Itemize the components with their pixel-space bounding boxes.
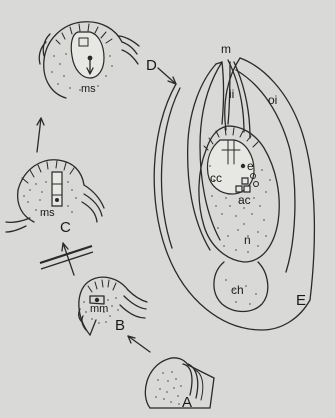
label-m: m: [221, 42, 231, 56]
label-c: C: [60, 219, 71, 236]
label-ms-c: ms: [40, 207, 55, 219]
label-oi: oi: [268, 93, 277, 107]
label-ii: ii: [229, 87, 234, 101]
label-ac: ac: [238, 193, 251, 207]
label-e-stage: E: [296, 292, 306, 309]
label-d: D: [146, 57, 157, 74]
label-a: A: [182, 394, 192, 411]
label-ms-d: ms: [81, 83, 96, 95]
label-n: n: [244, 233, 251, 247]
label-b: B: [115, 317, 125, 334]
label-e: e: [247, 159, 254, 173]
label-mm: mm: [90, 303, 108, 315]
label-cc: cc: [210, 171, 222, 185]
label-ch: ch: [231, 283, 244, 297]
